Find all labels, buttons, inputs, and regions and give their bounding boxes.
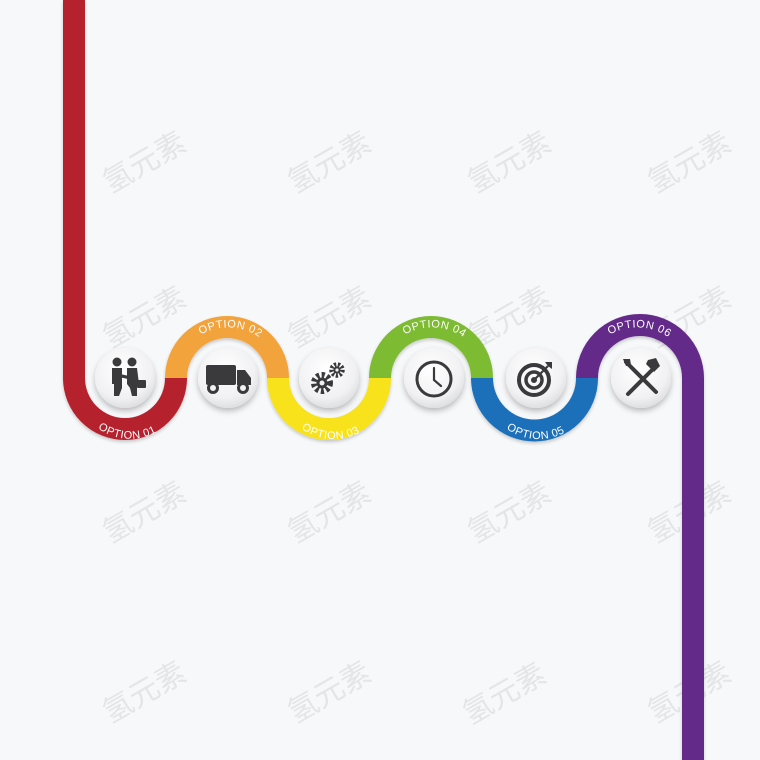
ribbon-segment-6 bbox=[576, 314, 704, 760]
option-button-2[interactable] bbox=[198, 348, 258, 408]
watermark-text: 氢元素 bbox=[457, 657, 552, 732]
watermark-text: 氢元素 bbox=[282, 475, 377, 550]
option-button-3[interactable] bbox=[299, 348, 359, 408]
watermark-text: 氢元素 bbox=[282, 280, 377, 355]
ribbon bbox=[63, 0, 704, 760]
watermark-text: 氢元素 bbox=[282, 125, 377, 200]
watermark-text: 氢元素 bbox=[97, 655, 192, 730]
ribbon-segment-3 bbox=[267, 377, 391, 440]
delivery-truck-icon bbox=[206, 365, 251, 394]
ribbon-segment-1 bbox=[63, 0, 187, 440]
ribbon-segment-5 bbox=[471, 377, 598, 442]
clock-icon bbox=[415, 360, 453, 398]
gears-icon bbox=[311, 362, 345, 394]
option-button-6[interactable] bbox=[611, 348, 671, 408]
ribbon-segment-2 bbox=[165, 316, 289, 379]
ribbon-segment-4 bbox=[369, 316, 493, 379]
handshake-icon bbox=[112, 357, 146, 396]
option-button-4[interactable] bbox=[404, 348, 464, 408]
watermark-text: 氢元素 bbox=[462, 125, 557, 200]
watermark-text: 氢元素 bbox=[97, 475, 192, 550]
watermark-text: 氢元素 bbox=[462, 475, 557, 550]
watermark-layer: 氢元素 氢元素 氢元素 氢元素 氢元素 氢元素 氢元素 氢元素 氢元素 氢元素 … bbox=[97, 125, 737, 732]
watermark-text: 氢元素 bbox=[642, 125, 737, 200]
watermark-text: 氢元素 bbox=[282, 655, 377, 730]
tools-icon bbox=[623, 358, 660, 396]
watermark-text: 氢元素 bbox=[97, 125, 192, 200]
target-icon bbox=[517, 362, 552, 397]
option-button-5[interactable] bbox=[506, 348, 566, 408]
option-button-1[interactable] bbox=[95, 348, 155, 408]
